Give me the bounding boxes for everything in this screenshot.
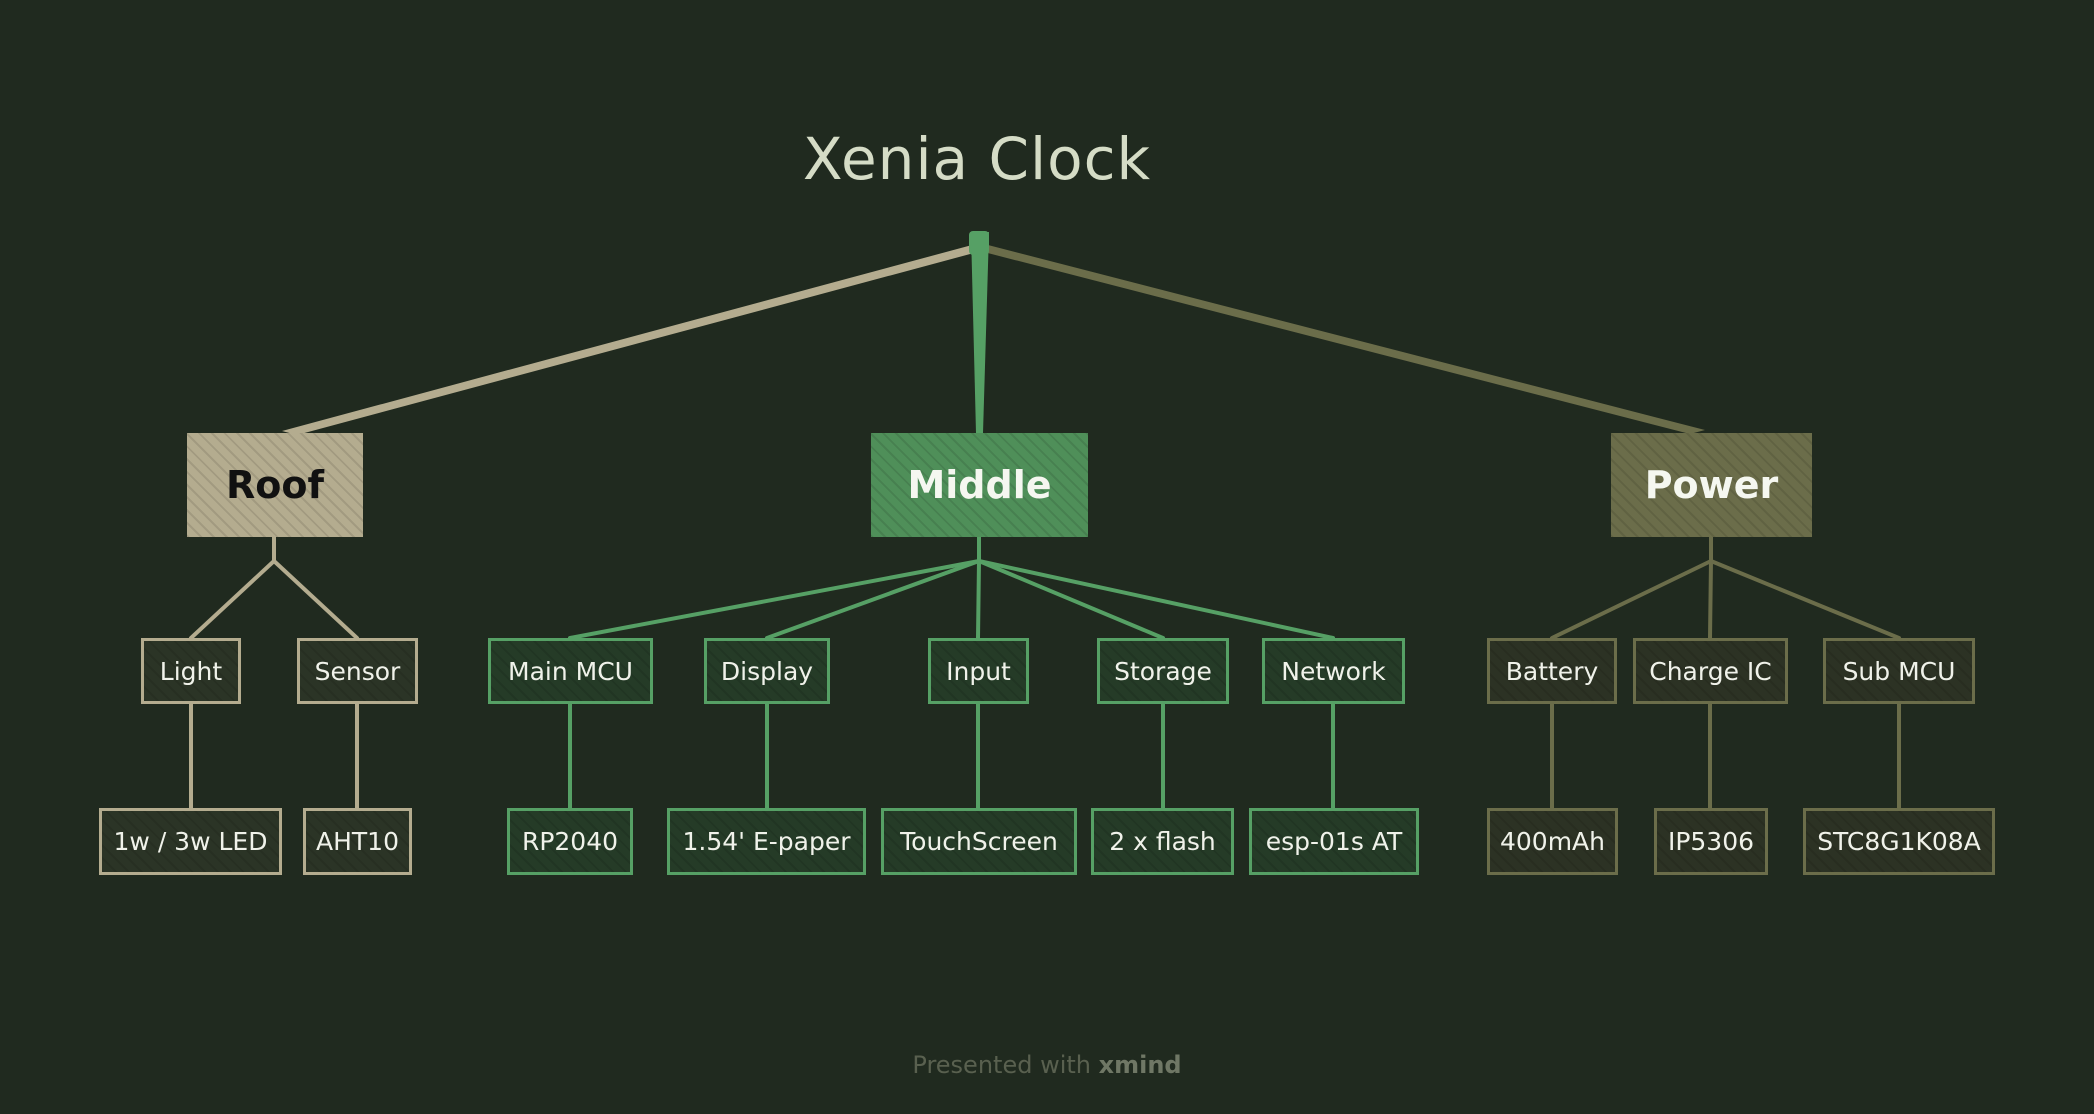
leaf-label: 1w / 3w LED <box>113 827 268 856</box>
leaf-400mah[interactable]: 400mAh <box>1487 808 1618 875</box>
subtopic-label: Charge IC <box>1649 656 1772 686</box>
leaf-touchscreen[interactable]: TouchScreen <box>881 808 1077 875</box>
topic-roof-label: Roof <box>225 463 324 507</box>
topic-middle[interactable]: Middle <box>871 433 1088 537</box>
connector-branch <box>189 559 276 640</box>
footer-prefix: Presented with <box>912 1051 1091 1079</box>
subtopic-network[interactable]: Network <box>1262 638 1405 704</box>
subtopic-main-mcu[interactable]: Main MCU <box>488 638 653 704</box>
connector-root-power <box>976 245 1705 434</box>
subtopic-label: Main MCU <box>508 656 633 686</box>
subtopic-label: Sensor <box>314 656 401 686</box>
subtopic-label: Battery <box>1505 656 1599 686</box>
subtopic-label: Display <box>720 656 814 686</box>
subtopic-battery[interactable]: Battery <box>1487 638 1617 704</box>
leaf-label: TouchScreen <box>900 827 1058 856</box>
subtopic-label: Network <box>1281 656 1386 686</box>
leaf-label: IP5306 <box>1667 827 1755 856</box>
leaf-esp01s[interactable]: esp-01s AT <box>1249 808 1419 875</box>
leaf-epaper[interactable]: 1.54' E-paper <box>667 808 866 875</box>
subtopic-sensor[interactable]: Sensor <box>297 638 418 704</box>
topic-roof[interactable]: Roof <box>187 433 363 537</box>
leaf-stc8g1k08a[interactable]: STC8G1K08A <box>1803 808 1995 875</box>
subtopic-label: Input <box>946 656 1011 686</box>
leaf-label: RP2040 <box>521 827 619 856</box>
connector-branch <box>976 559 981 640</box>
leaf-aht10[interactable]: AHT10 <box>303 808 412 875</box>
leaf-label: 400mAh <box>1499 827 1606 856</box>
subtopic-display[interactable]: Display <box>704 638 830 704</box>
diagram-title: Xenia Clock <box>802 125 1152 193</box>
topic-middle-label: Middle <box>907 463 1052 507</box>
leaf-flash[interactable]: 2 x flash <box>1091 808 1234 875</box>
leaf-label: STC8G1K08A <box>1817 827 1981 856</box>
connector-branch <box>1708 559 1713 640</box>
subtopic-charge-ic[interactable]: Charge IC <box>1633 638 1788 704</box>
footer-brand: xmind <box>1098 1051 1182 1079</box>
subtopic-input[interactable]: Input <box>928 638 1029 704</box>
leaf-led[interactable]: 1w / 3w LED <box>99 808 282 875</box>
leaf-label: AHT10 <box>316 827 399 856</box>
subtopic-label: Light <box>159 656 223 686</box>
connector-branch <box>977 559 1165 640</box>
connector-branch <box>272 559 359 640</box>
subtopic-light[interactable]: Light <box>141 638 241 704</box>
connector-root-hub <box>969 231 989 255</box>
subtopic-storage[interactable]: Storage <box>1097 638 1229 704</box>
leaf-label: esp-01s AT <box>1265 827 1403 856</box>
connector-root-roof <box>282 245 985 435</box>
subtopic-sub-mcu[interactable]: Sub MCU <box>1823 638 1975 704</box>
leaf-label: 2 x flash <box>1109 827 1216 856</box>
connector-branch <box>977 559 1335 640</box>
subtopic-label: Storage <box>1114 656 1212 686</box>
connector-branch <box>1709 559 1901 640</box>
connector-branch <box>1550 559 1713 640</box>
leaf-label: 1.54' E-paper <box>682 827 851 856</box>
subtopic-label: Sub MCU <box>1842 656 1956 686</box>
connector-branch <box>568 559 981 640</box>
footer-credit: Presented with xmind <box>847 1051 1247 1079</box>
leaf-rp2040[interactable]: RP2040 <box>507 808 633 875</box>
topic-power-label: Power <box>1644 463 1779 507</box>
connector-root-middle <box>971 232 989 433</box>
connector-branch <box>765 559 981 640</box>
topic-power[interactable]: Power <box>1611 433 1812 537</box>
leaf-ip5306[interactable]: IP5306 <box>1654 808 1768 875</box>
